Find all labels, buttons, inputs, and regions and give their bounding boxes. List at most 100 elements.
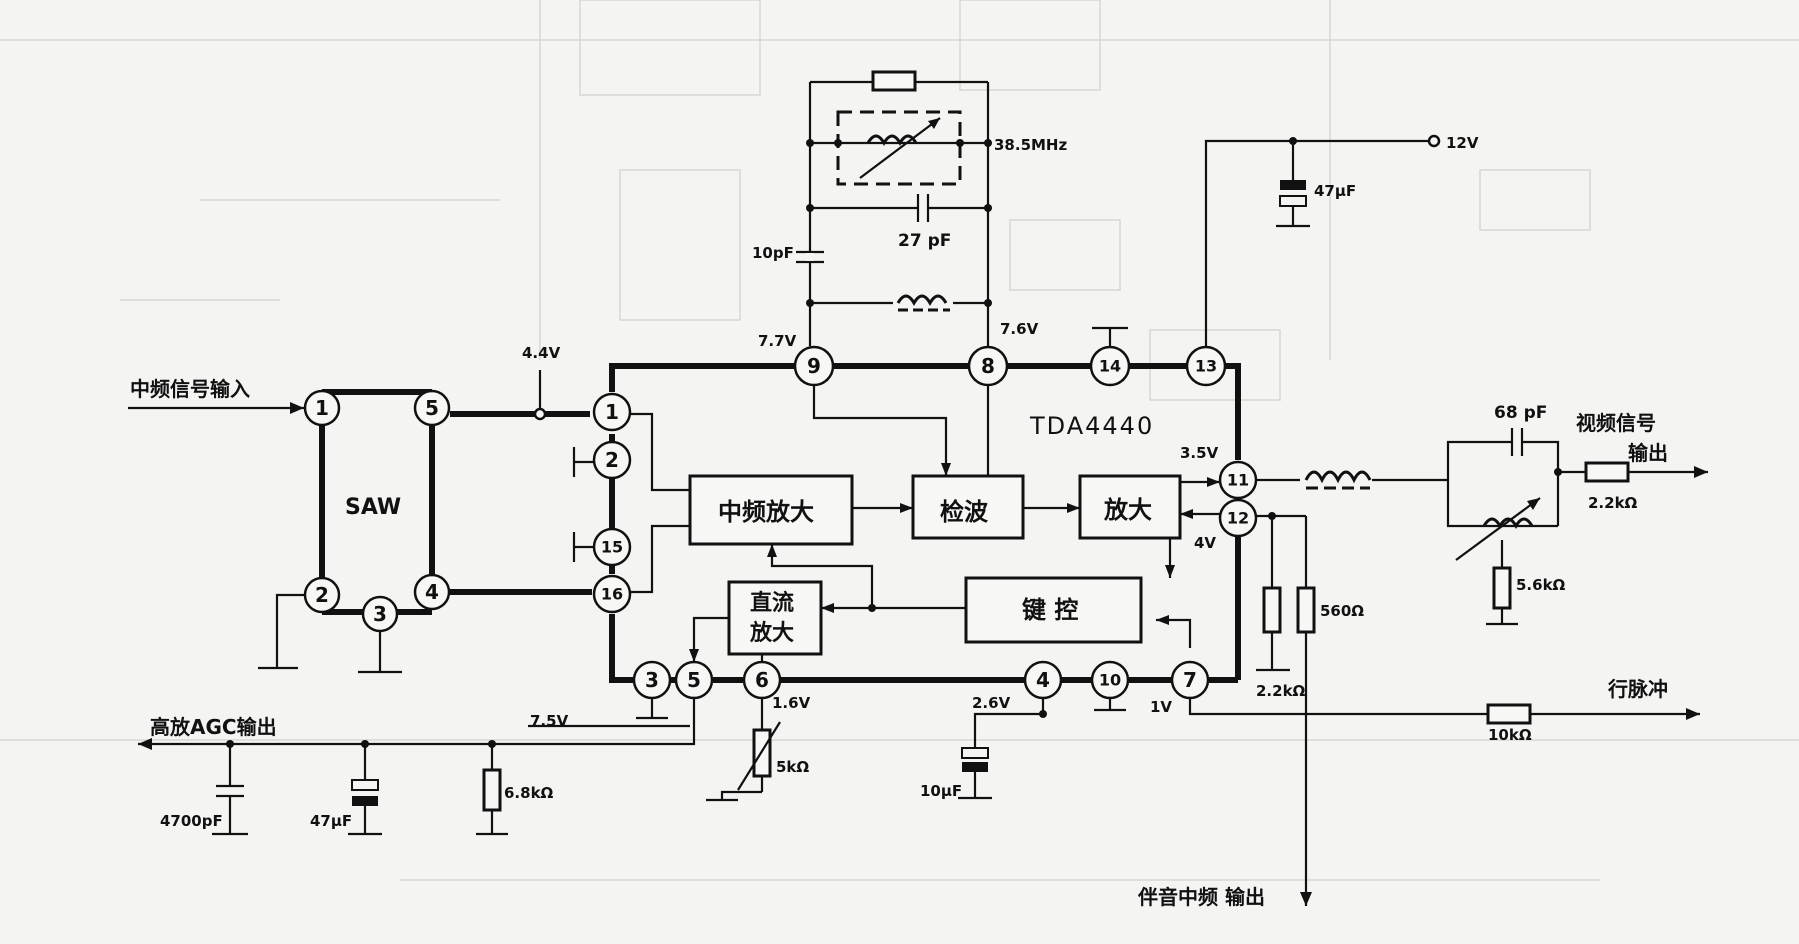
voltage-3-5: 3.5V <box>1180 444 1219 462</box>
video-output-label-2: 输出 <box>1628 441 1668 465</box>
saw-to-ic-wires <box>450 370 592 595</box>
svg-text:1: 1 <box>605 400 619 424</box>
ic-pin-6: 6 <box>742 660 782 700</box>
if-input-label: 中频信号输入 <box>130 377 250 401</box>
pot-5k-label: 5kΩ <box>776 758 809 776</box>
c-47u-top-label: 47μF <box>1314 182 1356 200</box>
svg-text:3: 3 <box>645 668 659 692</box>
r-5-6k-label: 5.6kΩ <box>1516 576 1566 594</box>
c-10p-label: 10pF <box>752 244 794 262</box>
svg-text:14: 14 <box>1099 357 1121 376</box>
ic-pin-9: 9 <box>793 345 835 387</box>
dc-amp-block <box>727 580 823 656</box>
pin4-capacitor <box>958 698 1047 800</box>
svg-text:9: 9 <box>807 354 821 378</box>
agc-output-wire <box>138 698 696 836</box>
ic-pin-12: 12 <box>1218 498 1258 538</box>
supply-12v <box>1204 134 1441 346</box>
line-pulse-wire <box>1188 698 1700 725</box>
ic-pin-1: 1 <box>592 392 632 432</box>
svg-text:3: 3 <box>373 602 387 626</box>
internal-wiring <box>630 386 1220 662</box>
voltage-4: 4V <box>1194 534 1216 552</box>
svg-text:12: 12 <box>1227 509 1249 528</box>
ic-pin-15: 15 <box>592 527 632 567</box>
ic-pin-7: 7 <box>1170 660 1210 700</box>
ic-pin-3: 3 <box>632 660 672 700</box>
voltage-4-4: 4.4V <box>522 344 561 362</box>
svg-text:1: 1 <box>315 396 329 420</box>
ic-pin-2: 2 <box>592 440 632 480</box>
saw-pin-5: 5 <box>413 389 451 427</box>
r-10k-label: 10kΩ <box>1488 726 1532 744</box>
ic-pin-10: 10 <box>1090 660 1130 700</box>
tank-circuit <box>796 70 992 346</box>
svg-text:16: 16 <box>601 585 623 604</box>
svg-text:13: 13 <box>1195 357 1217 376</box>
svg-text:4: 4 <box>425 580 439 604</box>
svg-text:5: 5 <box>687 668 701 692</box>
c-10u-label: 10μF <box>920 782 962 800</box>
pin10-ground <box>1094 698 1126 712</box>
dc-amp-label-1: 直流 <box>750 590 794 616</box>
voltage-1-6: 1.6V <box>772 694 811 712</box>
voltage-2-6: 2.6V <box>972 694 1011 712</box>
if-amp-block <box>688 474 854 546</box>
voltage-12: 12V <box>1446 134 1479 152</box>
svg-text:7: 7 <box>1183 668 1197 692</box>
svg-text:2: 2 <box>315 583 329 607</box>
svg-text:2: 2 <box>605 448 619 472</box>
r-2-2k-out-label: 2.2kΩ <box>1588 494 1638 512</box>
freq-label: 38.5MHz <box>994 136 1067 154</box>
detector-label: 检波 <box>940 498 989 526</box>
r-2-2k-bot-label: 2.2kΩ <box>1256 682 1306 700</box>
svg-text:4: 4 <box>1036 668 1050 692</box>
svg-text:15: 15 <box>601 538 623 557</box>
pin14-stub <box>1092 326 1128 346</box>
svg-text:6: 6 <box>755 668 769 692</box>
svg-text:8: 8 <box>981 354 995 378</box>
keyed-label: 键 控 <box>1022 596 1078 624</box>
saw-label: SAW <box>345 495 401 520</box>
pin2-pin15-ground <box>572 447 594 562</box>
amplifier-label: 放大 <box>1103 496 1152 524</box>
c-27p-label: 27 pF <box>898 231 951 251</box>
line-pulse-label: 行脉冲 <box>1607 677 1668 701</box>
ic-pin-5: 5 <box>674 660 714 700</box>
r-560-label: 560Ω <box>1320 602 1364 620</box>
c-68p-label: 68 pF <box>1494 403 1547 423</box>
ic-pin-8: 8 <box>967 345 1009 387</box>
video-output-label-1: 视频信号 <box>1576 411 1656 435</box>
svg-text:5: 5 <box>425 396 439 420</box>
c-4700p-label: 4700pF <box>160 812 223 830</box>
if-amp-label: 中频放大 <box>718 498 814 526</box>
keyed-block <box>964 576 1143 644</box>
voltage-7-5: 7.5V <box>530 712 569 730</box>
rf-agc-output-label: 高放AGC输出 <box>150 715 277 739</box>
saw-pin-2: 2 <box>303 576 341 614</box>
saw-pin-4: 4 <box>413 573 451 611</box>
sound-if-path <box>1256 512 1316 906</box>
pin6-potentiometer <box>706 698 781 802</box>
video-output-path <box>1256 428 1708 626</box>
r-6-8k-label: 6.8kΩ <box>504 784 554 802</box>
c-47u-bot-label: 47μF <box>310 812 352 830</box>
ic-name-label: TDA4440 <box>1029 412 1154 440</box>
voltage-7-7: 7.7V <box>758 332 797 350</box>
ic-pin-14: 14 <box>1089 345 1131 387</box>
svg-text:11: 11 <box>1227 471 1249 490</box>
voltage-1: 1V <box>1150 698 1172 716</box>
dc-amp-label-2: 放大 <box>749 620 794 646</box>
ic-pin-16: 16 <box>592 574 632 614</box>
if-input-wire <box>128 402 304 414</box>
saw-ground <box>258 593 402 674</box>
saw-pin-1: 1 <box>303 389 341 427</box>
ic-pin-4: 4 <box>1023 660 1063 700</box>
svg-text:10: 10 <box>1099 671 1121 690</box>
detector-block <box>911 474 1025 540</box>
background-ghost-lines <box>0 0 1799 881</box>
ic-pin-11: 11 <box>1218 460 1258 500</box>
saw-pin-3: 3 <box>361 595 399 633</box>
